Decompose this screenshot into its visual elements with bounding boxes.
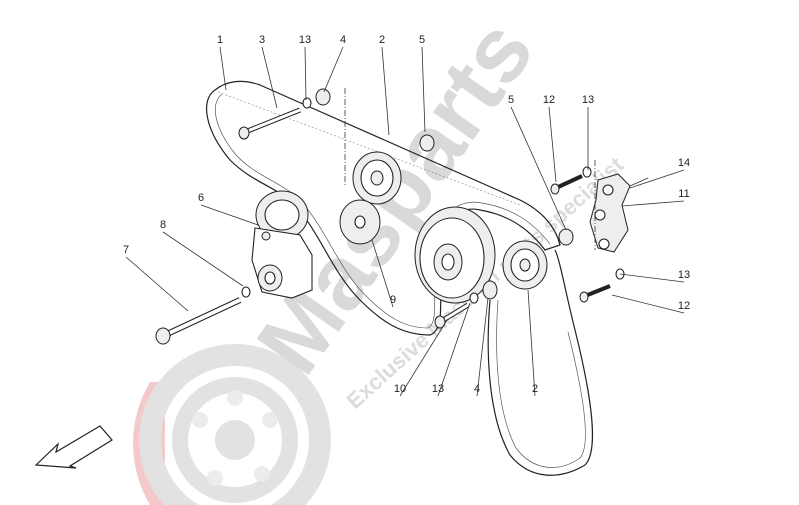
callout-c9: 9 bbox=[390, 294, 396, 306]
leader-line-c9 bbox=[371, 239, 394, 308]
leader-line-c5b bbox=[510, 106, 567, 231]
callout-c7: 7 bbox=[123, 244, 129, 256]
callout-c8: 8 bbox=[160, 219, 166, 231]
dust-cover-9 bbox=[339, 199, 381, 245]
crank-pulley bbox=[414, 206, 496, 304]
bracket-11 bbox=[589, 173, 649, 253]
callout-c13a: 13 bbox=[299, 34, 311, 46]
callout-c4a: 4 bbox=[340, 34, 346, 46]
callout-c14: 14 bbox=[678, 157, 690, 169]
leader-line-c1 bbox=[219, 46, 227, 91]
tensioner-assembly bbox=[251, 190, 313, 299]
washers bbox=[241, 88, 625, 304]
leader-line-c10 bbox=[399, 319, 448, 397]
callout-c5a: 5 bbox=[419, 34, 425, 46]
callout-c5b: 5 bbox=[508, 94, 514, 106]
leader-line-c4a bbox=[323, 46, 344, 93]
callout-c6: 6 bbox=[198, 192, 204, 204]
leader-line-c4b bbox=[476, 297, 489, 397]
leader-line-c7 bbox=[125, 256, 189, 312]
watermark-disc-logo bbox=[133, 344, 331, 505]
leader-line-c14 bbox=[629, 169, 685, 189]
leader-line-c3 bbox=[261, 46, 278, 109]
callout-c1: 1 bbox=[217, 34, 223, 46]
callout-c2b: 2 bbox=[532, 383, 538, 395]
callout-c11: 11 bbox=[678, 188, 689, 200]
callout-c13c: 13 bbox=[678, 269, 690, 281]
leader-line-c12b bbox=[611, 294, 685, 314]
leader-line-c12a bbox=[548, 106, 557, 183]
callout-c12b: 12 bbox=[678, 300, 690, 312]
bolt-3 bbox=[238, 107, 301, 140]
leader-line-c2b bbox=[527, 289, 536, 397]
callout-c3: 3 bbox=[259, 34, 265, 46]
callout-c4b: 4 bbox=[474, 383, 480, 395]
idler-pulley-right bbox=[502, 240, 548, 290]
idler-pulley-top bbox=[352, 151, 402, 205]
callout-c2a: 2 bbox=[379, 34, 385, 46]
leader-line-c11 bbox=[621, 200, 685, 207]
bolt-12-top bbox=[550, 174, 583, 195]
callout-c12a: 12 bbox=[543, 94, 555, 106]
callout-c13d: 13 bbox=[432, 383, 444, 395]
leader-line-c5a bbox=[421, 46, 426, 133]
callout-c13b: 13 bbox=[582, 94, 594, 106]
axis-lines bbox=[344, 88, 596, 250]
leader-line-c2a bbox=[381, 46, 390, 136]
direction-arrow bbox=[34, 425, 113, 469]
callout-c10: 10 bbox=[394, 383, 406, 395]
leader-line-c13c bbox=[619, 273, 685, 283]
watermark: Masparts Exclusive Maserati parts specia… bbox=[133, 2, 629, 505]
leader-line-c8 bbox=[162, 231, 244, 287]
leader-line-c6 bbox=[200, 204, 259, 226]
bolt-10 bbox=[434, 302, 470, 329]
leader-line-c13a bbox=[304, 46, 307, 101]
bolt-12-bottom bbox=[579, 284, 611, 303]
belt-loop-2 bbox=[487, 249, 594, 476]
bolt-7 bbox=[155, 297, 242, 345]
leader-line-c13d bbox=[437, 302, 471, 397]
